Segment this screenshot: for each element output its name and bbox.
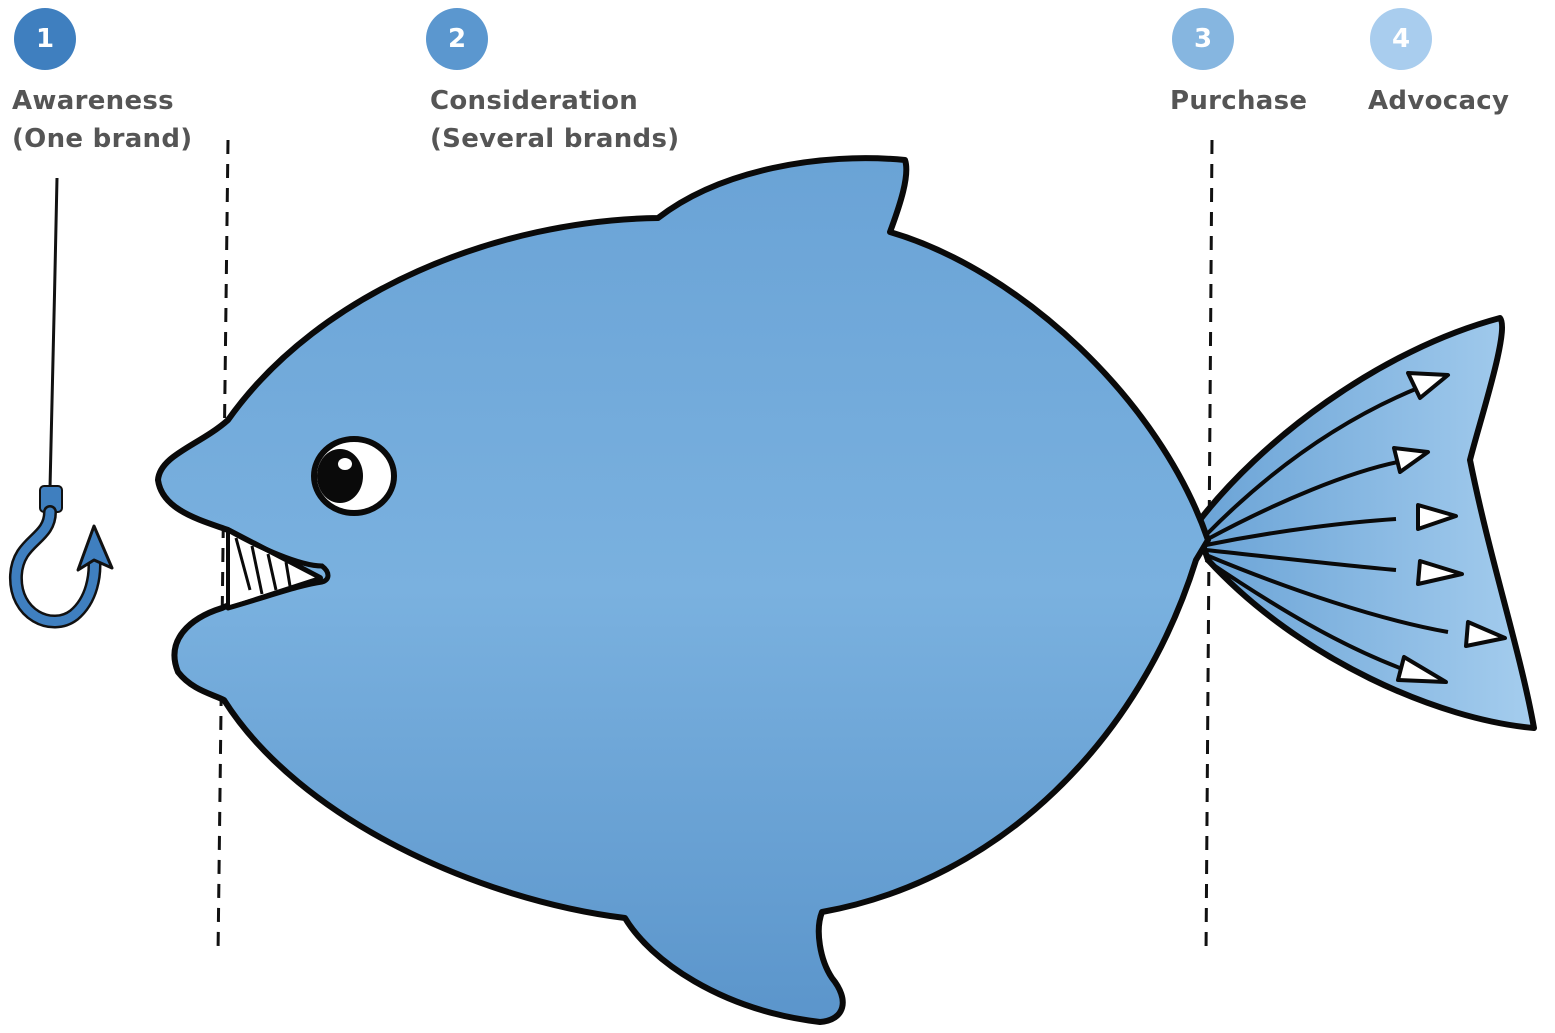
fish-illustration bbox=[158, 158, 1208, 1022]
fishing-hook-icon bbox=[16, 178, 112, 622]
